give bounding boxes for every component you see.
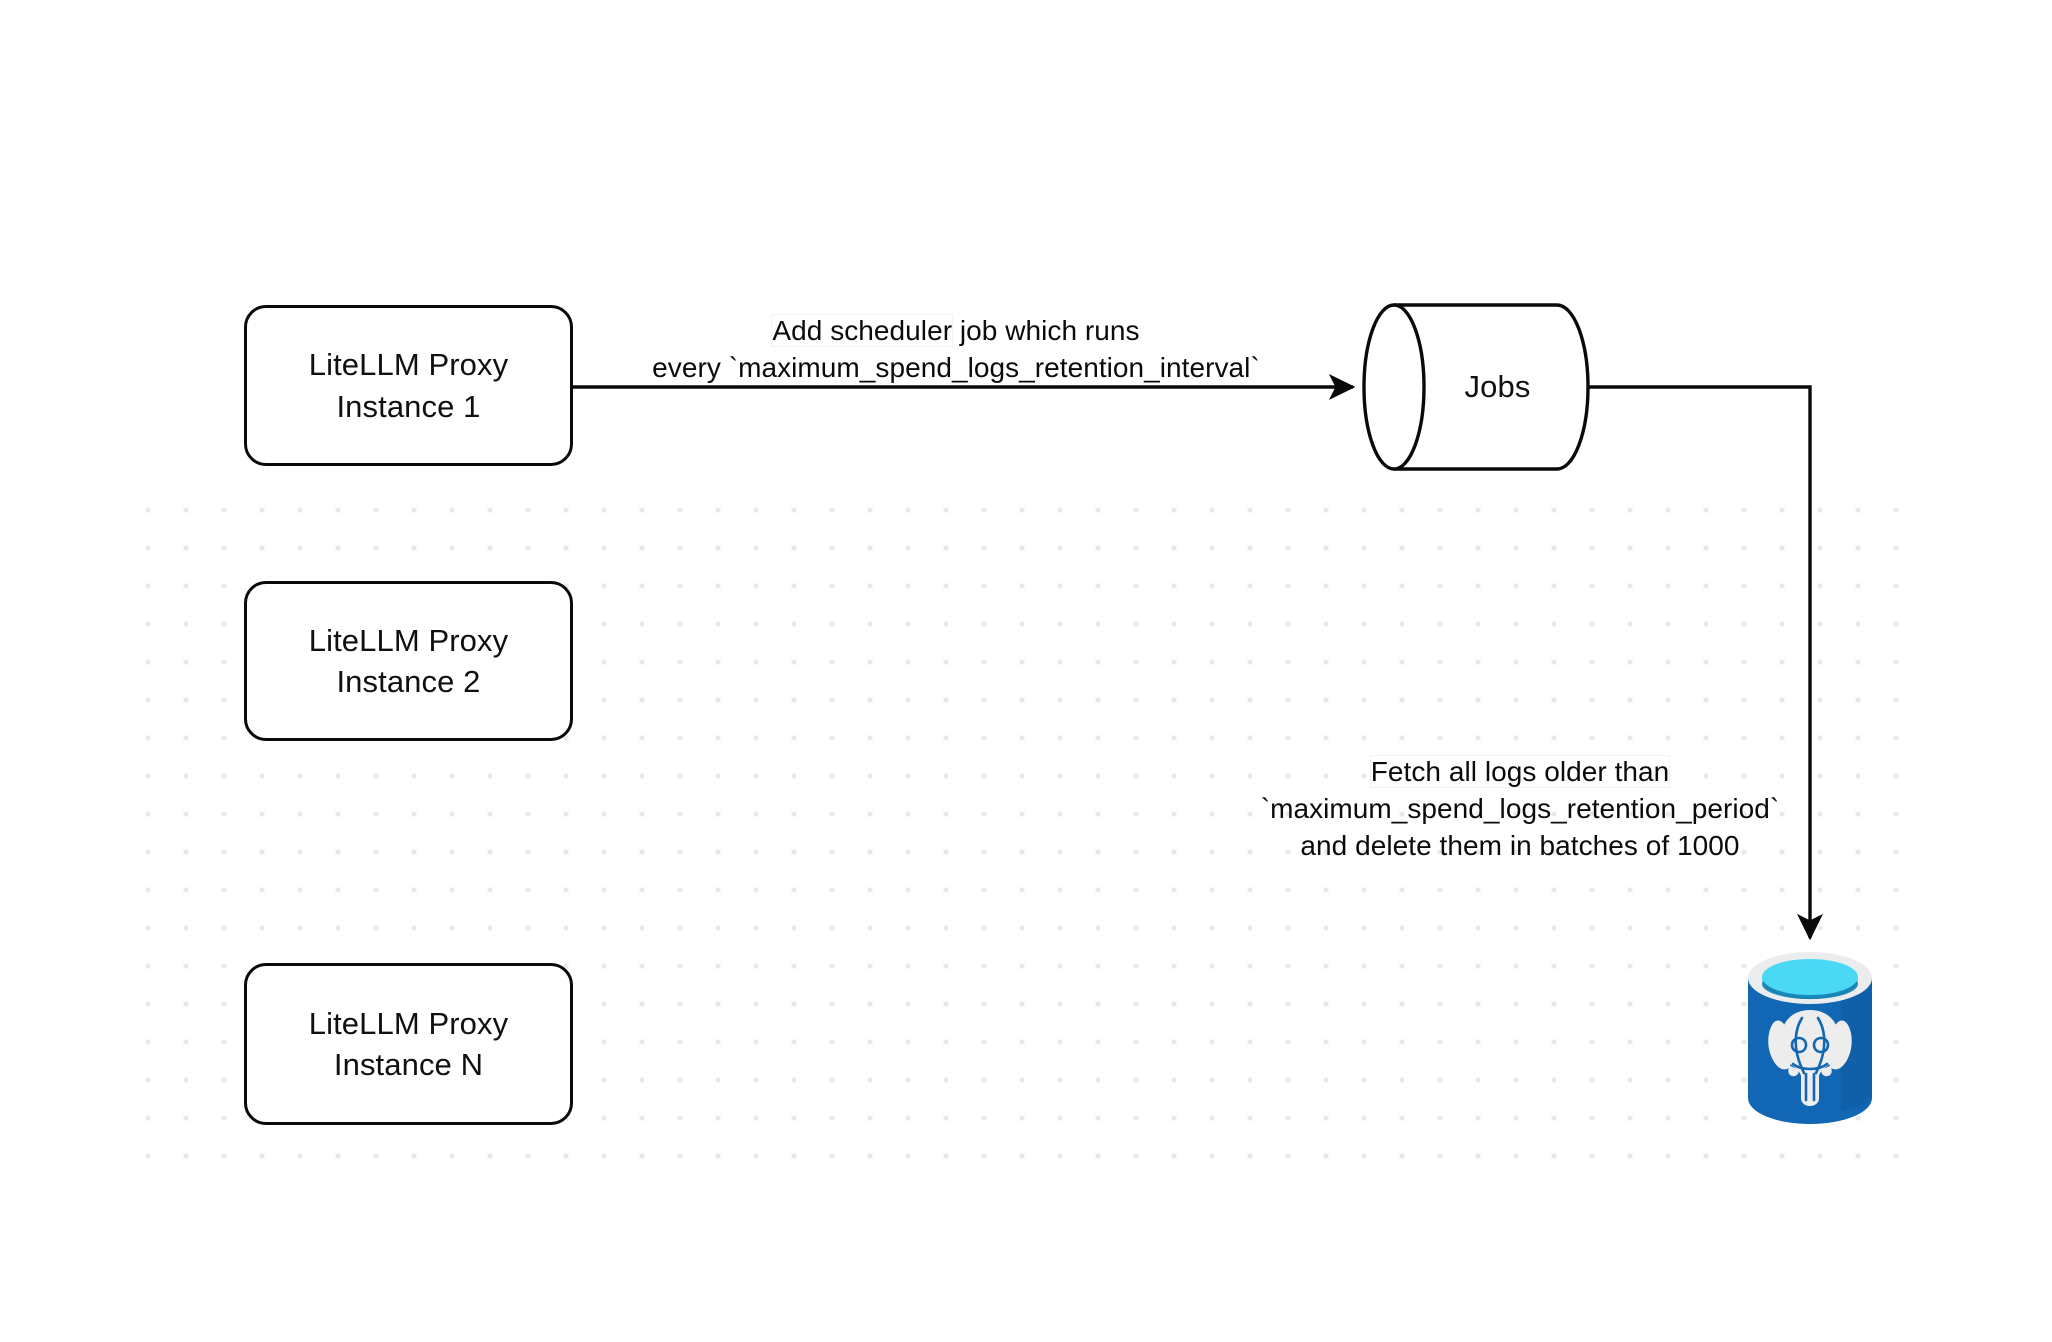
node-postgres-database[interactable]	[1745, 948, 1875, 1128]
node-litellm-proxy-instance-2[interactable]: LiteLLM Proxy Instance 2	[244, 581, 573, 741]
node-label-line1: LiteLLM Proxy	[308, 347, 509, 383]
edge-label-fetch-delete-logs: Fetch all logs older than `maximum_spend…	[1220, 753, 1820, 865]
edge-label-line1: Add scheduler job which runs	[772, 315, 1140, 346]
node-label-line2: Instance N	[333, 1047, 484, 1082]
node-litellm-proxy-instance-n[interactable]: LiteLLM Proxy Instance N	[244, 963, 573, 1125]
edge-label-line2: every `maximum_spend_logs_retention_inte…	[652, 352, 1260, 384]
edge-label-scheduler-job: Add scheduler job which runs every `maxi…	[596, 312, 1316, 386]
edge-label-line3: and delete them in batches of 1000	[1300, 830, 1740, 862]
node-jobs-label: Jobs	[1464, 369, 1531, 404]
node-litellm-proxy-instance-1[interactable]: LiteLLM Proxy Instance 1	[244, 305, 573, 466]
edge-label-line2: `maximum_spend_logs_retention_period`	[1260, 793, 1780, 825]
edge-label-line1: Fetch all logs older than	[1370, 756, 1670, 787]
edge-label-line1-rest: job which runs	[952, 315, 1140, 346]
node-label-line2: Instance 2	[336, 664, 481, 699]
elephant-detail-lines	[1790, 1016, 1830, 1102]
node-label-line2: Instance 1	[336, 388, 481, 424]
elephant-tusks-icon	[1788, 1066, 1832, 1077]
cylinder-shape	[1362, 303, 1590, 471]
node-label-line1: LiteLLM Proxy	[308, 1005, 509, 1041]
postgresql-database-icon	[1748, 952, 1872, 1124]
node-label-line1: LiteLLM Proxy	[308, 622, 509, 658]
node-jobs-queue[interactable]: Jobs	[1362, 302, 1590, 472]
